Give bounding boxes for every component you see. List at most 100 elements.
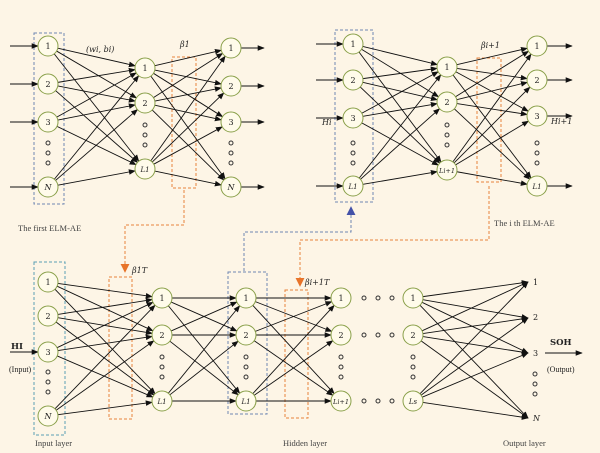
connection-arrow <box>56 301 154 349</box>
output-ellipsis <box>534 140 540 166</box>
soh-label: SOH <box>550 338 572 348</box>
connection-arrow <box>153 53 224 98</box>
hidden-ellipsis <box>444 122 450 148</box>
hidden-node-1: 1 <box>134 57 156 79</box>
svg-text:2: 2 <box>410 331 415 340</box>
connection-arrow <box>456 171 528 186</box>
connection-arrow <box>252 304 335 394</box>
connection-arrow <box>153 72 224 118</box>
connection-arrow <box>154 86 222 102</box>
input-layer-dashed-box <box>33 261 66 436</box>
svg-text:2: 2 <box>534 76 539 85</box>
svg-text:3: 3 <box>228 118 233 127</box>
connection-arrow <box>362 169 438 185</box>
svg-text:3: 3 <box>350 114 355 123</box>
svg-text:3: 3 <box>45 118 50 127</box>
svg-text:1: 1 <box>350 40 355 49</box>
hidden-layer-label: Hidden layer <box>283 438 327 448</box>
connection-arrow <box>253 340 334 396</box>
connection-arrow <box>57 67 136 83</box>
beta1t-dashed-box <box>108 276 133 420</box>
connection-arrow <box>57 297 153 315</box>
h3-ellipsis <box>338 354 344 380</box>
hidden-node-l1: L1 <box>134 158 156 180</box>
connection-arrow <box>456 46 528 66</box>
svg-text:2: 2 <box>159 331 164 340</box>
svg-text:L1: L1 <box>531 183 541 191</box>
hi-node-3: 3 <box>342 107 364 129</box>
connection-arrow <box>361 71 439 114</box>
h4-node-1: 1 <box>402 287 424 309</box>
h4-ellipsis <box>410 354 416 380</box>
betait-label: βi+1T <box>304 278 330 287</box>
input-label: (Input) <box>9 365 32 374</box>
connections <box>316 41 573 189</box>
hidden-ellipsis <box>142 122 148 148</box>
connection-arrow <box>455 50 530 98</box>
connection-arrow <box>57 85 136 103</box>
h3-node-2: 2 <box>330 324 352 346</box>
connection-arrow <box>362 66 438 80</box>
svg-text:N: N <box>227 183 236 192</box>
input-node-n: N <box>37 405 59 427</box>
first-elm-ae-caption: The first ELM-AE <box>18 223 81 233</box>
h4-node-2: 2 <box>402 324 424 346</box>
output-node-l1: L1 <box>526 175 548 197</box>
svg-text:2: 2 <box>444 98 449 107</box>
beta-dashed-box <box>171 56 197 189</box>
svg-text:1: 1 <box>159 294 164 303</box>
h2-ellipsis <box>243 354 249 380</box>
h2-node-2: 2 <box>235 324 257 346</box>
connection-arrow <box>360 108 441 180</box>
output-ellipsis <box>228 140 234 166</box>
first-elm-ae: 1 2 3 N (wi, bi) 1 2 L1 β1 1 2 3 N The f… <box>10 32 265 233</box>
betait-dashed-box <box>284 289 309 419</box>
output-connection-arrow <box>422 352 529 398</box>
h3-node-1: 1 <box>330 287 352 309</box>
connections <box>10 280 583 420</box>
h1-node-l1: L1 <box>151 390 173 412</box>
connection-arrow <box>358 51 442 163</box>
connection-arrow <box>154 48 222 67</box>
hi-node-l1: L1 <box>342 175 364 197</box>
output-node-3: 3 <box>526 105 548 127</box>
connection-arrow <box>167 305 241 394</box>
output-connection-arrow <box>419 304 529 419</box>
output-node-3: 3 <box>220 111 242 133</box>
svg-text:1: 1 <box>243 294 248 303</box>
connection-arrow <box>153 126 223 165</box>
connection-arrow <box>358 74 442 179</box>
connection-arrow <box>452 74 532 179</box>
svg-text:L1: L1 <box>139 166 149 174</box>
connection-arrow <box>455 120 530 166</box>
input-node-2: 2 <box>37 305 59 327</box>
hi-input-label: HI <box>11 342 23 352</box>
svg-text:2: 2 <box>350 76 355 85</box>
connection-arrow <box>57 169 136 186</box>
connection-arrow <box>56 72 137 118</box>
connection-arrow <box>56 285 154 332</box>
beta1t-label: β1T <box>131 266 148 275</box>
input-node-1: 1 <box>37 35 59 57</box>
connection-arrow <box>154 170 222 187</box>
svg-text:L1: L1 <box>240 398 250 406</box>
output-connection-arrow <box>422 336 529 355</box>
connection-arrow <box>56 50 137 99</box>
connection-arrow <box>57 317 153 336</box>
output-layer-label: Output layer <box>503 438 546 448</box>
connection-arrow <box>54 304 156 410</box>
hidden-node-2: 2 <box>134 92 156 114</box>
connection-arrow <box>57 400 153 416</box>
output-connection-arrow <box>422 402 529 420</box>
svg-text:L1: L1 <box>156 398 166 406</box>
connection-arrow <box>55 90 139 163</box>
svg-text:Li+1: Li+1 <box>332 398 349 406</box>
ith-elm-ae: Hi 1 2 3 L1 1 2 Li+1 βi+1 1 2 3 L1 Hi+1 … <box>316 29 573 228</box>
connection-arrow <box>54 288 156 395</box>
hi-node-2: 2 <box>342 69 364 91</box>
connection-arrow <box>57 355 154 398</box>
connection-arrow <box>57 47 136 68</box>
h1-ellipsis <box>159 354 165 380</box>
stacked-network: HI (Input) 1 2 3 N β1T 1 2 L1 1 2 L1 βi+… <box>9 261 583 448</box>
